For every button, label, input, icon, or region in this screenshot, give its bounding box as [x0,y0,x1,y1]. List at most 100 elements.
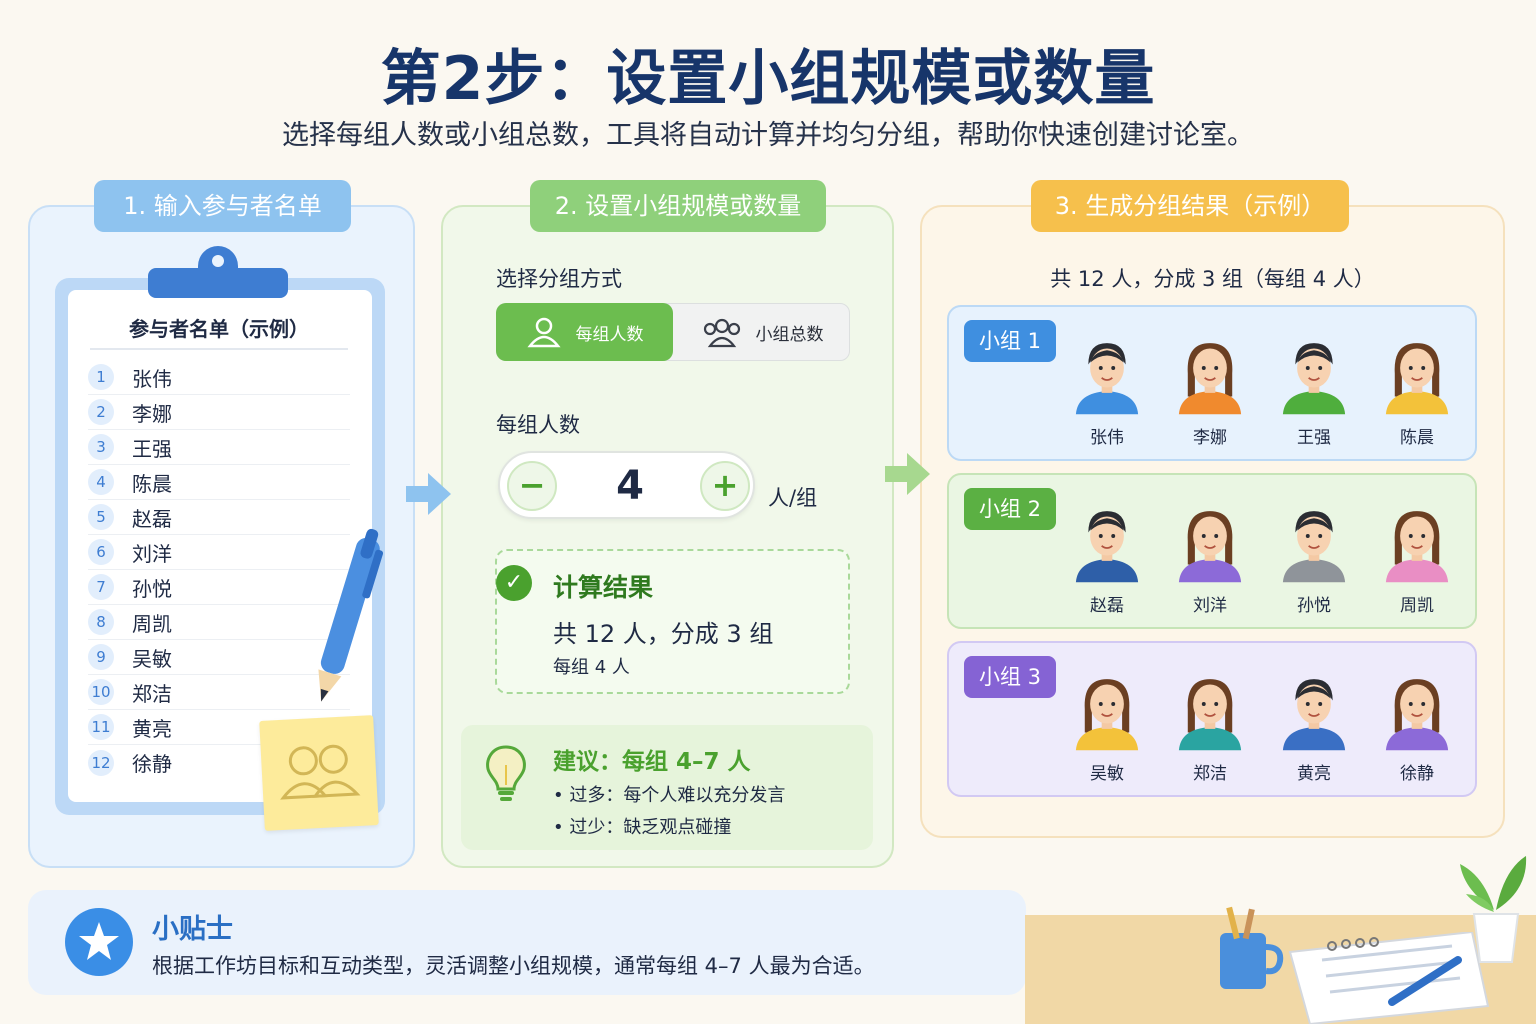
size-label: 每组人数 [496,413,580,437]
plant-icon [1460,856,1527,963]
arrow-right-icon [406,473,451,515]
participant-name: 周凯 [132,611,172,636]
group-member: 郑洁 [1165,669,1255,784]
avatar-icon [1178,511,1242,583]
result-title: 计算结果 [553,573,654,602]
participant-name: 李娜 [132,401,172,426]
advice-item: • 过多：每个人难以充分发言 [553,785,786,806]
group-member: 刘洋 [1165,501,1255,616]
row-number: 8 [88,609,114,635]
participant-name: 吴敏 [132,646,172,671]
member-name: 徐静 [1400,764,1434,784]
page-subtitle: 选择每组人数或小组总数，工具将自动计算并均匀分组，帮助你快速创建讨论室。 [282,120,1254,151]
lightbulb-icon [486,745,526,801]
result-sub: 每组 4 人 [553,657,630,678]
mode-total-groups-button[interactable]: 小组总数 [675,303,850,361]
group-member: 徐静 [1372,669,1462,784]
member-name: 郑洁 [1193,764,1227,784]
tip-text: 根据工作坊目标和互动类型，灵活调整小组规模，通常每组 4–7 人最为合适。 [152,954,875,978]
member-name: 周凯 [1400,596,1434,616]
avatar-icon [1385,679,1449,751]
participant-name: 赵磊 [132,506,172,531]
participant-name: 黄亮 [132,716,172,741]
avatar-icon [1385,511,1449,583]
participant-row: 6 刘洋 [88,535,350,570]
group-member: 周凯 [1372,501,1462,616]
person-icon [526,317,561,348]
row-number: 2 [88,399,114,425]
people-icon [280,744,361,800]
participant-name: 徐静 [132,752,172,776]
advice-item: • 过少：缺乏观点碰撞 [553,817,732,838]
tip-title: 小贴士 [152,914,233,945]
arrow-right-icon [885,453,930,495]
row-number: 12 [88,749,114,776]
row-number: 3 [88,434,114,460]
page-title: 第2步：设置小组规模或数量 [380,44,1156,114]
group-member: 张伟 [1062,333,1152,448]
row-number: 11 [88,714,114,740]
advice-box [461,725,873,850]
advice-title: 建议：每组 4–7 人 [553,749,751,775]
participant-name: 张伟 [132,366,172,391]
step1-heading: 1. 输入参与者名单 [94,180,351,232]
group-member: 李娜 [1165,333,1255,448]
row-number: 4 [88,469,114,495]
participant-row: 11 黄亮 [88,710,350,745]
clipboard-clip-bar [148,268,288,298]
calculation-result-box [495,549,850,694]
increment-button[interactable]: + [700,461,750,511]
step2-heading: 2. 设置小组规模或数量 [530,180,826,232]
mode-total-groups-label: 小组总数 [755,324,824,345]
row-number: 5 [88,504,114,530]
group-size-value[interactable]: 4 [616,463,644,509]
participant-name: 郑洁 [132,681,172,706]
notebook-icon [1288,932,1490,1024]
avatar-icon [1385,343,1449,415]
group-tag: 小组 3 [964,656,1056,698]
tip-bar [28,890,1026,995]
group-member: 孙悦 [1269,501,1359,616]
star-glyph-icon [79,922,119,960]
mode-label: 选择分组方式 [496,267,622,291]
avatar-icon [1075,679,1139,751]
member-name: 吴敏 [1090,764,1124,784]
avatar-icon [1282,343,1346,415]
result-summary: 共 12 人，分成 3 组（每组 4 人） [1050,267,1375,291]
pencil-cup-icon [1220,906,1284,989]
divider [90,348,348,350]
member-name: 王强 [1297,428,1331,448]
group-tag: 小组 1 [964,320,1056,362]
group-member: 黄亮 [1269,669,1359,784]
row-number: 6 [88,539,114,565]
avatar-icon [1178,679,1242,751]
participant-list-title: 参与者名单（示例） [129,317,309,341]
clipboard-paper [68,290,372,802]
member-name: 黄亮 [1297,764,1331,784]
row-number: 7 [88,574,114,600]
participant-row: 2 李娜 [88,395,350,430]
group-member: 陈晨 [1372,333,1462,448]
sticky-note [259,715,379,831]
member-name: 刘洋 [1193,596,1227,616]
step3-heading: 3. 生成分组结果（示例） [1031,180,1349,232]
row-number: 10 [88,679,114,705]
member-name: 赵磊 [1090,596,1124,616]
participant-name: 刘洋 [132,541,172,566]
participant-row: 10 郑洁 [88,675,350,710]
member-name: 李娜 [1193,428,1227,448]
participant-row: 3 王强 [88,430,350,465]
member-name: 孙悦 [1297,596,1331,616]
group-member: 吴敏 [1062,669,1152,784]
group-member: 王强 [1269,333,1359,448]
participant-name: 王强 [132,436,172,461]
participant-row: 4 陈晨 [88,465,350,500]
decrement-button[interactable]: − [507,461,557,511]
mode-per-group-button[interactable]: 每组人数 [496,303,673,361]
member-name: 陈晨 [1400,428,1434,448]
pen-icon [318,528,384,702]
participant-name: 陈晨 [132,471,172,496]
